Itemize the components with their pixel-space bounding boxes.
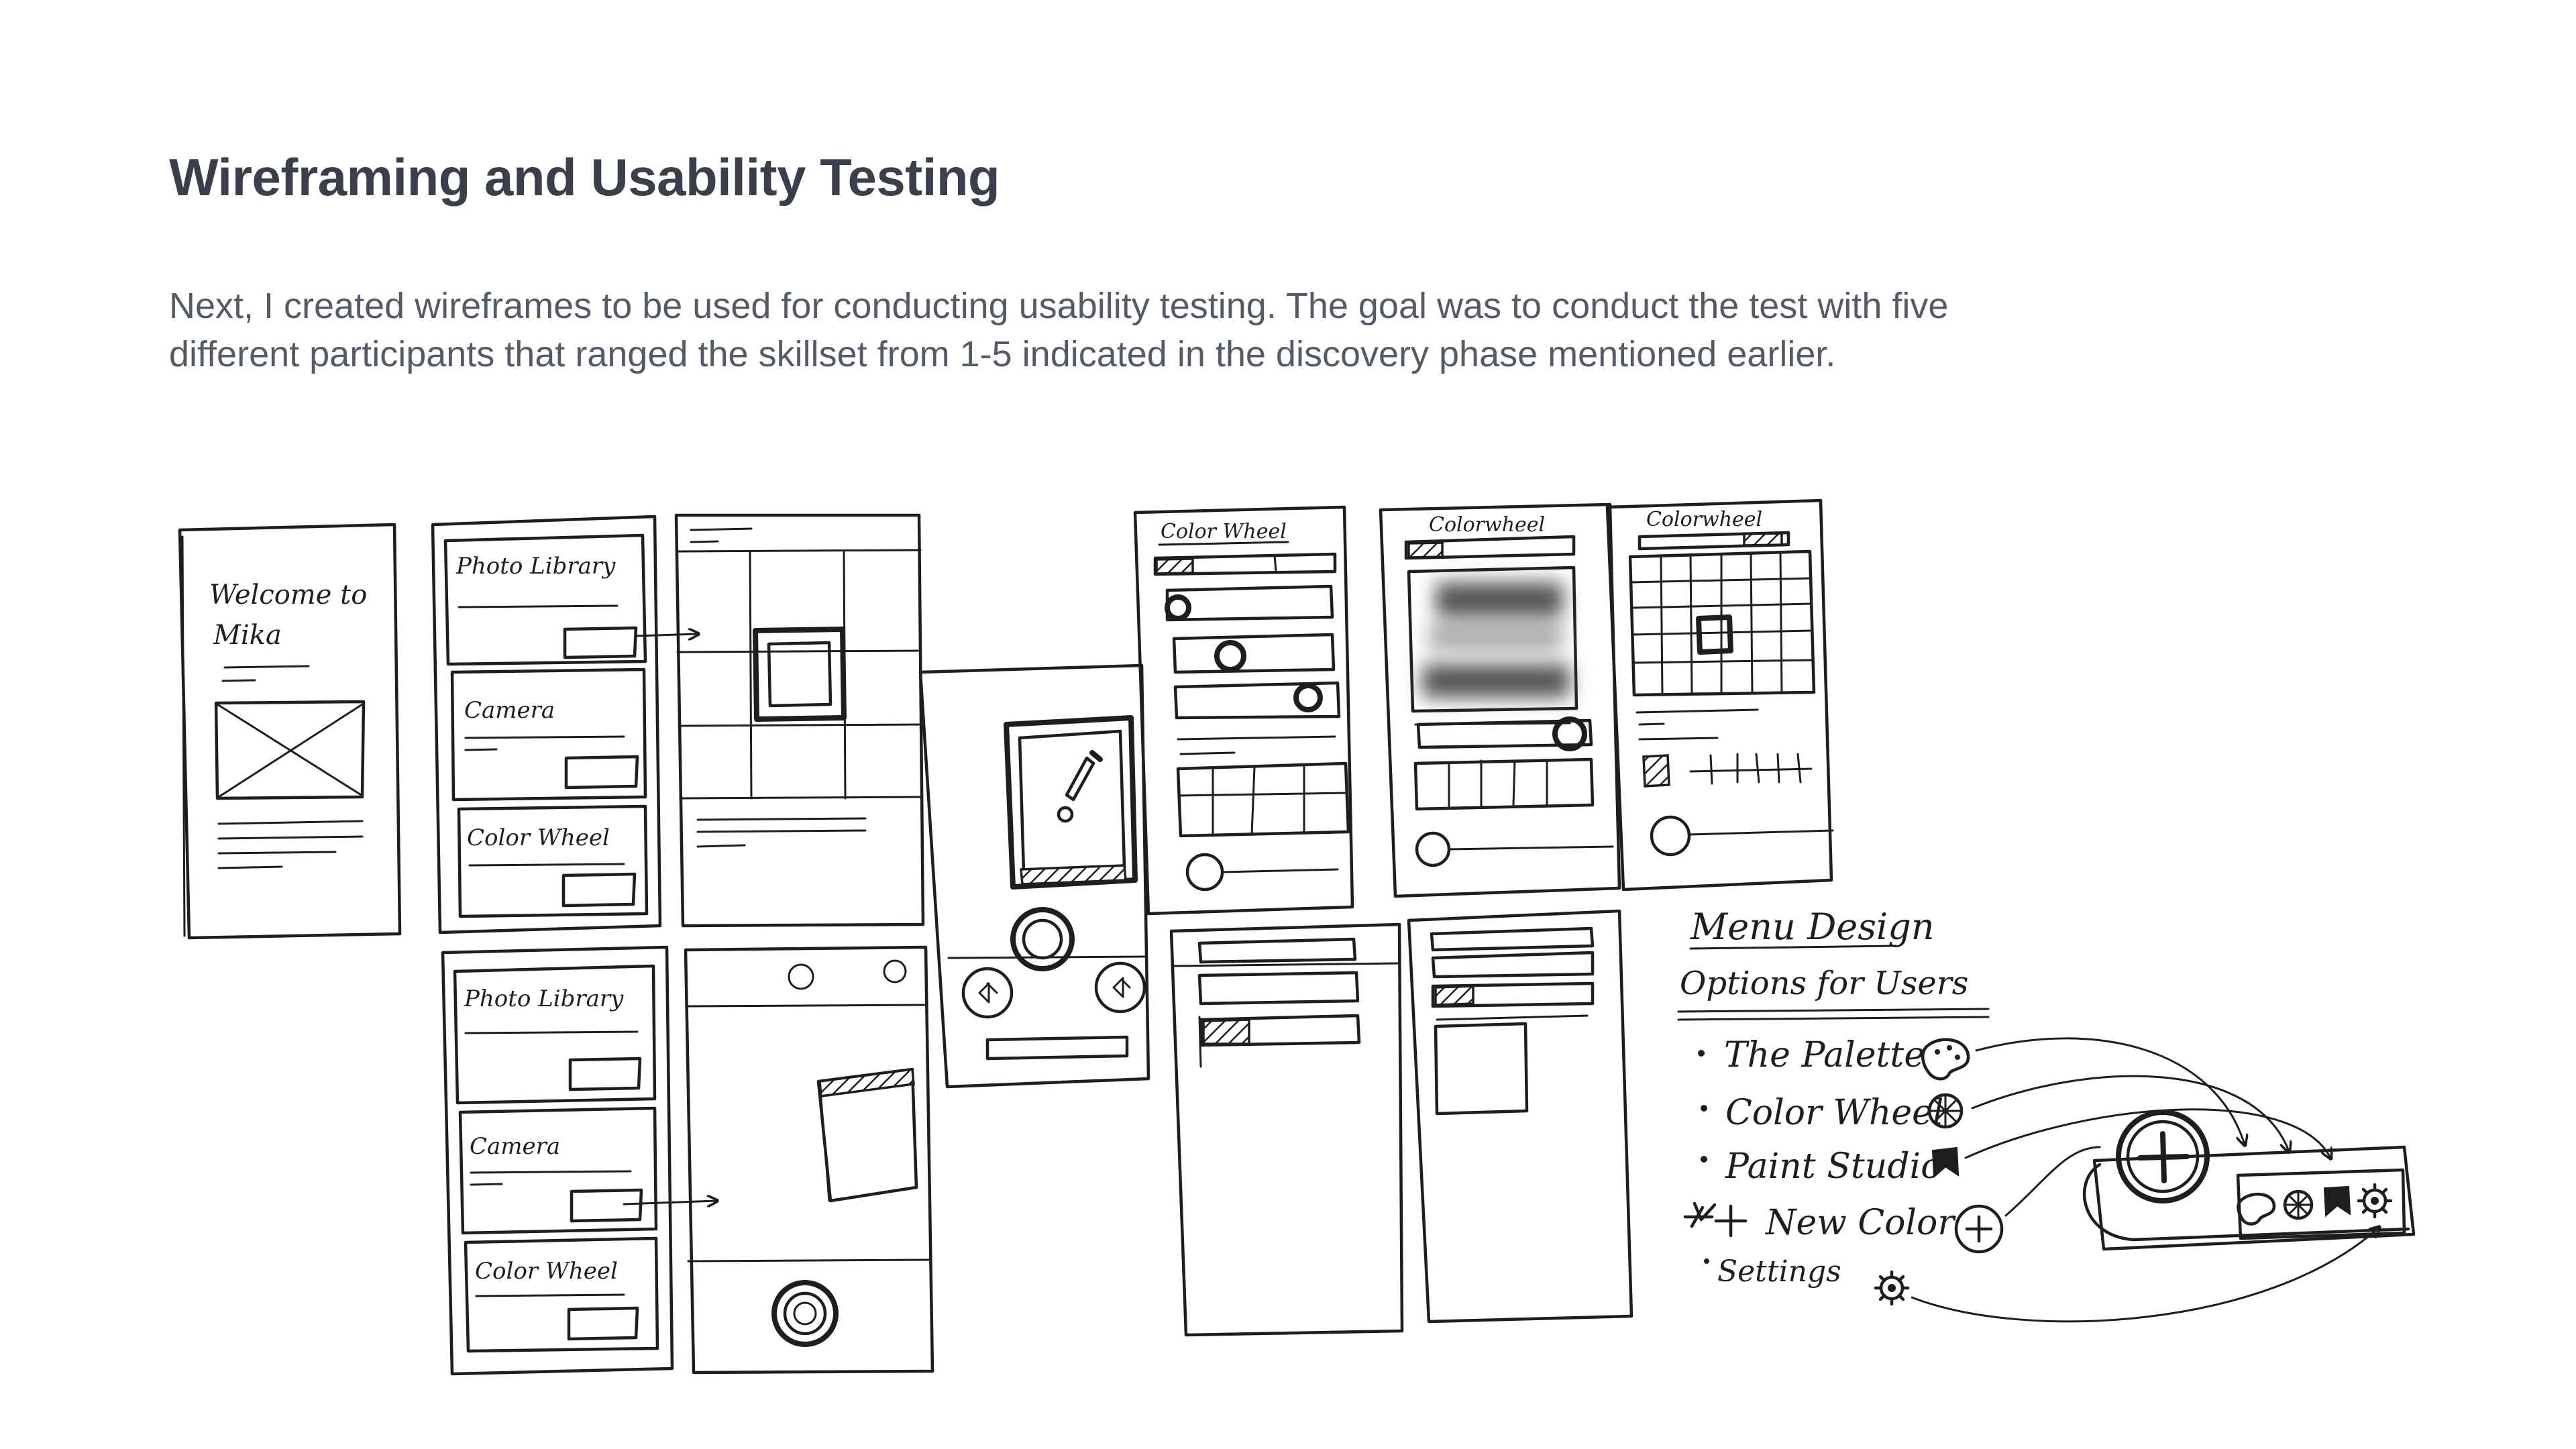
menu-item-new-color: New Color (1764, 1203, 1956, 1243)
color-palette-blur-screen-sketch: Colorwheel (1379, 502, 1621, 898)
color-wheel-label-a: Color Wheel (467, 824, 610, 851)
eyedropper-screen-sketch (918, 663, 1150, 1089)
intro-line-2: different participants that ranged the s… (169, 334, 1836, 374)
menu-design-notes: Menu Design Options for Users The Palett… (1677, 906, 2004, 1306)
color-wheel-title-3: Colorwheel (1646, 508, 1762, 531)
photo-library-label-a: Photo Library (455, 553, 616, 580)
palette-list-screen-a-sketch (1169, 922, 1404, 1337)
paint-studio-icon (1931, 1146, 1960, 1179)
welcome-screen-sketch: Welcome to Mika (178, 523, 402, 940)
color-wheel-icon (1927, 1093, 1964, 1129)
source-select-screen-a-sketch: Photo Library Camera Color Wheel (431, 515, 698, 934)
menu-bar-mockup (2083, 1110, 2416, 1251)
color-wheel-title-1: Color Wheel (1161, 520, 1287, 543)
menu-item-settings: Settings (1717, 1254, 1841, 1289)
plus-icon (1954, 1204, 2004, 1254)
menu-item-paint-studio: Paint Studio (1725, 1146, 1941, 1187)
crop-grid-screen-sketch (674, 513, 925, 928)
intro-line-1: Next, I created wireframes to be used fo… (169, 286, 1949, 326)
palette-list-screen-b-sketch (1407, 909, 1633, 1324)
welcome-text: Welcome to (209, 580, 367, 610)
camera-screen-sketch (684, 945, 934, 1375)
camera-label-b: Camera (470, 1133, 560, 1160)
color-wheel-title-2: Colorwheel (1429, 513, 1545, 537)
star-icon (1683, 1201, 1717, 1228)
menu-design-title: Menu Design (1690, 906, 1935, 948)
gear-icon (1874, 1270, 1910, 1306)
color-grid-screen-sketch: Colorwheel (1605, 498, 1834, 892)
app-name-text: Mika (213, 620, 282, 651)
page-title: Wireframing and Usability Testing (169, 148, 1000, 207)
menu-item-palette: The Palette (1724, 1035, 1925, 1075)
color-wheel-sliders-screen-sketch: Color Wheel (1133, 505, 1354, 916)
camera-label-a: Camera (464, 697, 555, 724)
color-wheel-label-b: Color Wheel (475, 1258, 618, 1285)
source-select-screen-b-sketch: Photo Library Camera Color Wheel (441, 945, 716, 1376)
menu-item-color-wheel: Color Wheel (1725, 1093, 1944, 1133)
photo-library-label-b: Photo Library (464, 985, 624, 1012)
intro-paragraph: Next, I created wireframes to be used fo… (169, 282, 2182, 378)
menu-options-subtitle: Options for Users (1680, 965, 1968, 1002)
menu-connector-arrows (1911, 1037, 2379, 1323)
palette-icon (1921, 1038, 1970, 1081)
